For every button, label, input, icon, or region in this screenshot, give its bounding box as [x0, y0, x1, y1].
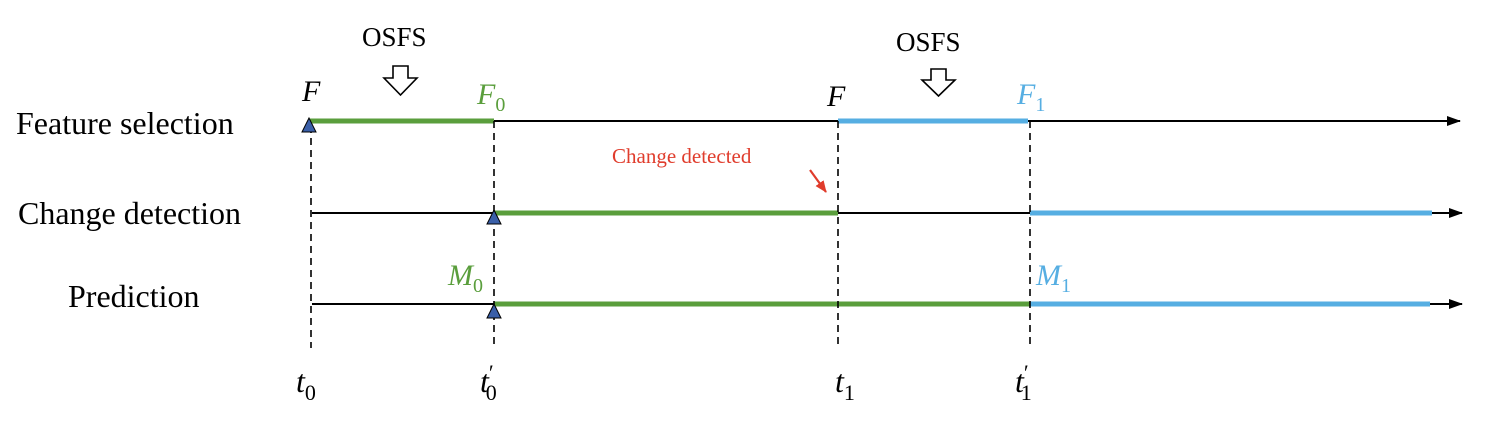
- symbol-f0-sub: 0: [495, 94, 505, 116]
- osfs-label-2: OSFS: [896, 27, 961, 57]
- symbol-f1-sub: 1: [1035, 94, 1045, 116]
- symbol-f1-base: F: [1016, 78, 1036, 111]
- tick-t0p-prime: ′: [489, 360, 494, 385]
- tick-t1: t1: [835, 363, 855, 405]
- tick-t0: t0: [296, 363, 316, 405]
- symbol-m1-base: M: [1035, 259, 1063, 292]
- symbol-m0: M0: [447, 259, 483, 297]
- symbol-m0-sub: 0: [473, 275, 483, 297]
- row-label-feature-selection: Feature selection: [16, 105, 234, 141]
- tick-t1p-prime: ′: [1024, 360, 1029, 385]
- symbol-f1: F1: [1016, 78, 1045, 116]
- tick-t1-prime: t′1: [1015, 360, 1032, 405]
- tick-t1p-base: t: [1015, 363, 1025, 399]
- symbol-m1-sub: 1: [1061, 275, 1071, 297]
- tick-t0-base: t: [296, 363, 306, 399]
- down-arrow-icon: [382, 65, 419, 97]
- tick-t0p-base: t: [480, 363, 490, 399]
- triangle-marker-cd: [486, 208, 502, 225]
- row-label-change-detection: Change detection: [18, 195, 241, 231]
- row-label-prediction: Prediction: [68, 278, 200, 314]
- symbol-m1: M1: [1035, 259, 1071, 297]
- symbol-f0: F0: [476, 78, 505, 116]
- symbol-m0-base: M: [447, 259, 475, 292]
- triangle-marker-fs: [301, 116, 317, 133]
- symbol-f0-base: F: [476, 78, 496, 111]
- symbol-f-start-1: F: [301, 75, 321, 108]
- change-detected-label: Change detected: [612, 144, 752, 168]
- osfs-label-1: OSFS: [362, 22, 427, 52]
- change-detected-arrow: [809, 169, 827, 193]
- tick-t1-base: t: [835, 363, 845, 399]
- tick-t1-sub: 1: [844, 380, 855, 405]
- down-arrow-icon: [920, 68, 957, 98]
- tick-t1p-sub: 1: [1021, 380, 1032, 405]
- symbol-f-start-2: F: [826, 80, 846, 113]
- tick-t0-prime: t′0: [480, 360, 497, 405]
- tick-t0p-sub: 0: [486, 380, 497, 405]
- triangle-marker-pred: [486, 302, 502, 319]
- tick-t0-sub: 0: [305, 380, 316, 405]
